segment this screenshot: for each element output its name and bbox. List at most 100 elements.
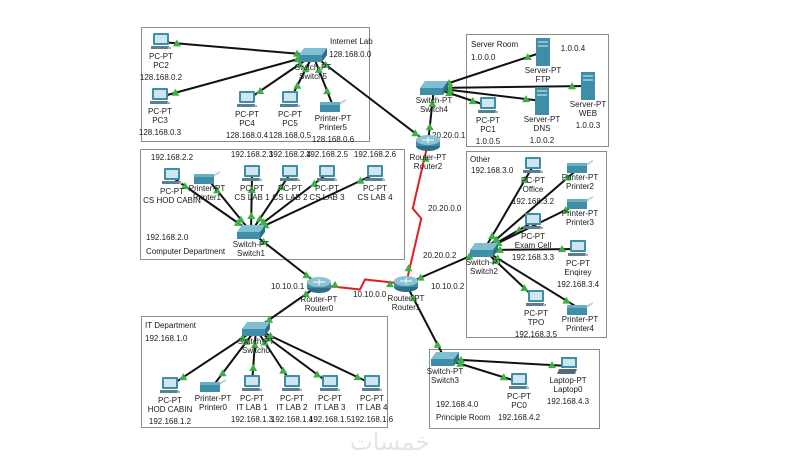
copper-link[interactable] [255, 328, 293, 385]
device-laptop0[interactable] [556, 356, 580, 381]
link-status-light [568, 82, 577, 90]
device-type: PC-PT [239, 184, 264, 193]
device-printer3[interactable] [566, 195, 594, 216]
device-office[interactable] [522, 156, 544, 181]
link-status-light [488, 232, 497, 240]
device-switch0[interactable] [241, 321, 271, 342]
device-cs-lab1[interactable] [241, 164, 263, 189]
copper-link[interactable] [212, 328, 257, 387]
copper-link[interactable] [427, 87, 435, 144]
device-printer2[interactable] [566, 159, 594, 180]
switch-icon [298, 48, 328, 67]
device-router0[interactable] [306, 276, 332, 299]
device-it-lab1[interactable] [241, 374, 263, 399]
link-status-light [404, 264, 413, 272]
copper-link[interactable] [312, 54, 429, 144]
serial-link[interactable] [405, 142, 429, 285]
device-pc4[interactable] [236, 90, 258, 115]
device-pc5[interactable] [279, 90, 301, 115]
copper-link[interactable] [483, 166, 581, 251]
device-router2[interactable] [415, 134, 441, 157]
device-name: Exam Cell [514, 241, 552, 250]
device-cs-lab3[interactable] [316, 164, 338, 189]
device-type: PC-PT [234, 110, 259, 119]
device-switch3[interactable] [430, 351, 460, 372]
device-printer0[interactable] [199, 378, 227, 399]
device-it-hod[interactable] [159, 376, 181, 401]
device-it-lab3[interactable] [319, 374, 341, 399]
link-status-light [266, 331, 275, 339]
link-status-light [356, 176, 365, 184]
device-switch5[interactable] [298, 47, 328, 68]
pc-icon [161, 168, 183, 191]
device-ip: 192.168.3.2 [511, 197, 555, 206]
device-web[interactable] [580, 71, 596, 106]
device-type: PC-PT [317, 394, 342, 403]
device-name: TPO [527, 318, 545, 327]
copper-link[interactable] [206, 177, 252, 233]
copper-link[interactable] [255, 328, 373, 385]
copper-link[interactable] [250, 173, 376, 233]
copper-link[interactable] [250, 173, 291, 233]
device-exam-cell[interactable] [522, 212, 544, 237]
switch-icon [241, 322, 271, 341]
pc-icon [319, 375, 341, 398]
device-printer5[interactable] [319, 98, 347, 119]
device-cs-lab4[interactable] [364, 164, 386, 189]
device-ftp[interactable] [535, 37, 551, 72]
copper-link[interactable] [160, 41, 314, 56]
link-status-light [468, 96, 477, 104]
device-tpo[interactable] [525, 289, 547, 314]
device-switch2[interactable] [469, 242, 499, 263]
switch-icon [469, 243, 499, 262]
device-printer1[interactable] [193, 170, 221, 191]
zone-computer-dept [140, 149, 405, 260]
device-cs-lab2[interactable] [279, 164, 301, 189]
link-status-light [563, 173, 572, 181]
device-type: Switch-PT [465, 258, 503, 267]
device-it-lab4[interactable] [361, 374, 383, 399]
device-ip: 192.168.1.4 [270, 415, 314, 424]
device-enqirey[interactable] [567, 239, 589, 264]
copper-link[interactable] [251, 328, 257, 385]
device-dns[interactable] [534, 86, 550, 121]
device-pc1[interactable] [477, 96, 499, 121]
device-it-lab2[interactable] [281, 374, 303, 399]
copper-link[interactable] [250, 173, 253, 233]
copper-link[interactable] [312, 54, 334, 107]
serial-link[interactable] [318, 278, 407, 291]
device-pc3[interactable] [149, 87, 171, 112]
device-ip: 192.168.1.5 [308, 415, 352, 424]
device-router1[interactable] [393, 275, 419, 298]
device-switch1[interactable] [236, 224, 266, 245]
device-pc2[interactable] [150, 32, 172, 57]
device-cs-hod[interactable] [161, 167, 183, 192]
copper-link[interactable] [159, 54, 314, 98]
copper-link[interactable] [433, 85, 589, 89]
device-pc0[interactable] [508, 372, 530, 397]
device-name: Switch0 [241, 346, 271, 355]
device-type: Server-PT [524, 66, 562, 75]
link-status-light [256, 86, 265, 94]
device-switch4[interactable] [419, 80, 449, 101]
copper-link[interactable] [444, 358, 569, 367]
link-status-light [321, 60, 330, 68]
zone-label-server-room: Server Room [471, 40, 519, 49]
device-type: Laptop-PT [549, 376, 587, 385]
switch-icon [419, 81, 449, 100]
link-status-light [520, 175, 529, 183]
device-printer4[interactable] [566, 301, 594, 322]
device-type: Switch-PT [415, 96, 453, 105]
device-type: Printer-PT [561, 173, 599, 182]
link-status-light [495, 245, 504, 253]
copper-link[interactable] [433, 51, 544, 89]
device-type: PC-PT [239, 394, 264, 403]
